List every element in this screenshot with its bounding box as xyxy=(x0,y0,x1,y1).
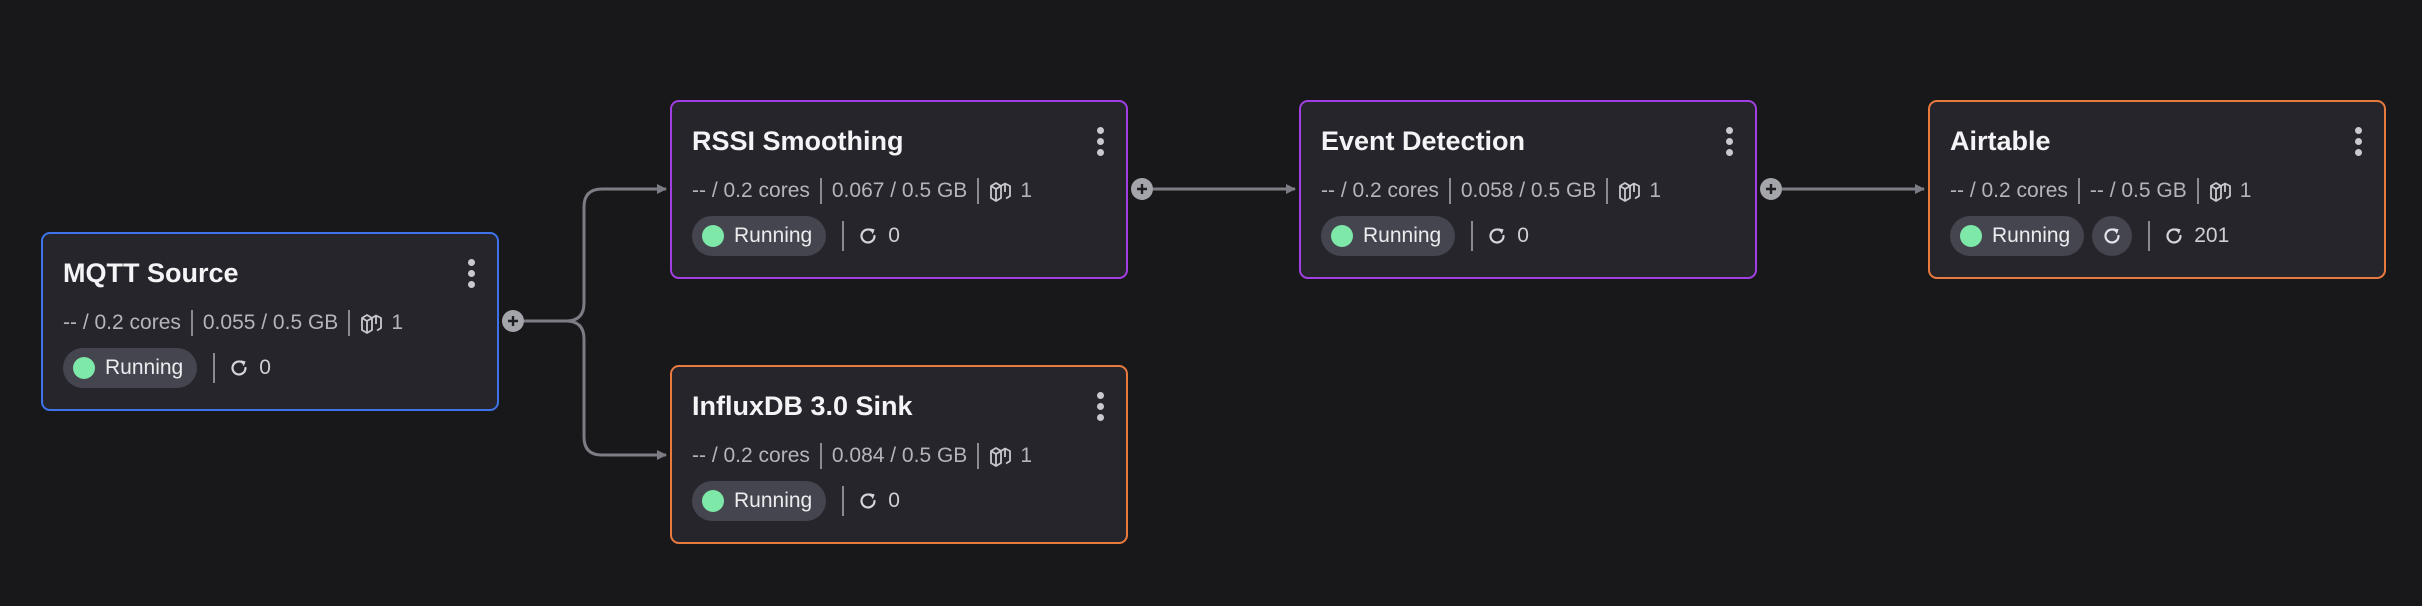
running-dot xyxy=(73,357,95,379)
replica-count: 1 xyxy=(2239,179,2252,202)
memory-usage: 0.084 / 0.5 GB xyxy=(831,444,968,467)
divider xyxy=(1606,178,1609,204)
status-label: Running xyxy=(1992,224,2071,247)
node-mqtt-source[interactable]: MQTT Source -- / 0.2 cores 0.055 / 0.5 G… xyxy=(41,232,499,411)
divider xyxy=(2196,178,2199,204)
restart-count: 0 xyxy=(858,489,900,513)
restart-count: 201 xyxy=(2164,224,2229,248)
replicas-icon xyxy=(2209,182,2231,202)
node-stats: -- / 0.2 cores 0.084 / 0.5 GB 1 xyxy=(692,443,1032,469)
replica-count: 1 xyxy=(1020,444,1032,467)
status-label: Running xyxy=(734,489,813,512)
status-label: Running xyxy=(105,356,184,379)
node-title: Event Detection xyxy=(1321,126,1526,156)
kebab-menu-icon[interactable] xyxy=(461,259,481,289)
restart-icon xyxy=(860,493,876,509)
restart-count-value: 0 xyxy=(888,224,900,247)
memory-usage: 0.055 / 0.5 GB xyxy=(202,311,339,334)
kebab-menu-icon[interactable] xyxy=(1719,127,1739,157)
restart-icon xyxy=(860,228,876,244)
running-dot xyxy=(1960,225,1982,247)
cpu-usage: -- / 0.2 cores xyxy=(1950,179,2068,202)
node-title: InfluxDB 3.0 Sink xyxy=(692,391,913,421)
cpu-usage: -- / 0.2 cores xyxy=(63,311,181,334)
restart-count: 0 xyxy=(1487,224,1529,248)
status-label: Running xyxy=(734,224,813,247)
divider xyxy=(1471,221,1474,251)
add-connection-icon[interactable] xyxy=(502,310,524,332)
restart-icon xyxy=(1489,228,1505,244)
divider xyxy=(977,178,980,204)
node-stats: -- / 0.2 cores 0.055 / 0.5 GB 1 xyxy=(63,310,403,336)
divider xyxy=(2148,221,2151,251)
node-title: MQTT Source xyxy=(63,258,239,288)
running-dot xyxy=(702,225,724,247)
node-stats: -- / 0.2 cores 0.058 / 0.5 GB 1 xyxy=(1321,178,1661,204)
status-row: Running 0 xyxy=(1321,216,1529,256)
status-row: Running 0 xyxy=(692,216,900,256)
divider xyxy=(819,443,822,469)
divider xyxy=(213,353,216,383)
node-title: Airtable xyxy=(1950,126,2051,156)
cpu-usage: -- / 0.2 cores xyxy=(692,444,810,467)
status-row: Running 201 xyxy=(1950,216,2229,256)
running-dot xyxy=(1331,225,1353,247)
node-stats: -- / 0.2 cores 0.067 / 0.5 GB 1 xyxy=(692,178,1032,204)
replica-count: 1 xyxy=(1649,179,1661,202)
divider xyxy=(819,178,822,204)
kebab-menu-icon[interactable] xyxy=(1090,127,1110,157)
divider xyxy=(977,443,980,469)
cpu-usage: -- / 0.2 cores xyxy=(692,179,810,202)
memory-usage: 0.058 / 0.5 GB xyxy=(1460,179,1597,202)
kebab-menu-icon[interactable] xyxy=(2348,127,2368,157)
status-badge: Running xyxy=(63,348,198,388)
replicas-icon xyxy=(1619,182,1641,202)
replica-count: 1 xyxy=(1020,179,1032,202)
edge-mqtt-to-rssi xyxy=(524,184,667,323)
restart-count-value: 0 xyxy=(1517,224,1529,247)
divider xyxy=(842,221,845,251)
kebab-menu-icon[interactable] xyxy=(1090,392,1110,422)
divider xyxy=(1448,178,1451,204)
status-badge: Running xyxy=(1950,216,2085,256)
replicas-icon xyxy=(990,447,1012,467)
restart-button[interactable] xyxy=(2092,216,2133,256)
restart-count: 0 xyxy=(229,356,271,380)
restart-count: 0 xyxy=(858,224,900,248)
restart-icon xyxy=(2166,228,2182,244)
status-row: Running 0 xyxy=(63,348,271,388)
edge-mqtt-to-influx xyxy=(524,319,667,460)
divider xyxy=(190,310,193,336)
node-airtable[interactable]: Airtable -- / 0.2 cores -- / 0.5 GB 1 Ru… xyxy=(1928,100,2386,279)
replicas-icon xyxy=(990,182,1012,202)
running-dot xyxy=(702,490,724,512)
status-badge: Running xyxy=(692,216,827,256)
status-label: Running xyxy=(1363,224,1442,247)
node-stats: -- / 0.2 cores -- / 0.5 GB 1 xyxy=(1950,178,2251,204)
restart-count-value: 0 xyxy=(888,489,900,512)
memory-usage: 0.067 / 0.5 GB xyxy=(831,179,968,202)
divider xyxy=(842,486,845,516)
restart-count-value: 0 xyxy=(259,356,271,379)
node-rssi-smoothing[interactable]: RSSI Smoothing -- / 0.2 cores 0.067 / 0.… xyxy=(670,100,1128,279)
restart-icon xyxy=(2104,228,2120,244)
status-row: Running 0 xyxy=(692,481,900,521)
memory-usage: -- / 0.5 GB xyxy=(2089,179,2187,202)
cpu-usage: -- / 0.2 cores xyxy=(1321,179,1439,202)
status-badge: Running xyxy=(692,481,827,521)
node-influxdb-sink[interactable]: InfluxDB 3.0 Sink -- / 0.2 cores 0.084 /… xyxy=(670,365,1128,544)
replicas-icon xyxy=(361,314,383,334)
restart-count-value: 201 xyxy=(2194,224,2230,247)
add-connection-icon[interactable] xyxy=(1760,178,1782,200)
node-title: RSSI Smoothing xyxy=(692,126,904,156)
divider xyxy=(348,310,351,336)
replica-count: 1 xyxy=(391,311,403,334)
add-connection-icon[interactable] xyxy=(1131,178,1153,200)
divider xyxy=(2077,178,2080,204)
node-event-detection[interactable]: Event Detection -- / 0.2 cores 0.058 / 0… xyxy=(1299,100,1757,279)
restart-icon xyxy=(231,360,247,376)
status-badge: Running xyxy=(1321,216,1456,256)
